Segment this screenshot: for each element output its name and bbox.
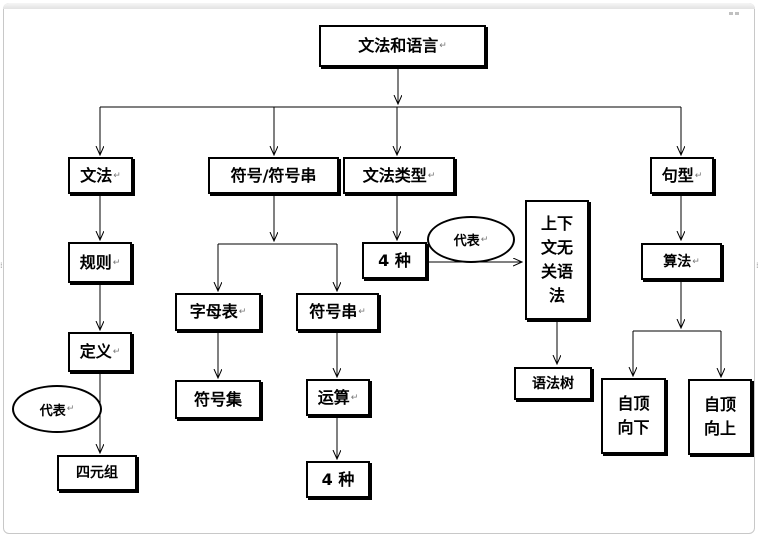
grammar-type-node: 文法类型↵ — [343, 157, 455, 194]
cfg-line-2: 文无 — [540, 238, 573, 257]
node-label: 符号串 — [309, 302, 358, 321]
paragraph-mark: ↵ — [692, 256, 700, 267]
cfg-line-4: 法 — [548, 286, 565, 305]
four-kinds-node: 4 种 — [306, 461, 370, 498]
definition-node: 定义↵ — [68, 332, 132, 372]
paragraph-mark: ↵ — [238, 307, 247, 317]
oval-label: 代表 — [39, 403, 66, 419]
node-label: 文法 — [80, 165, 113, 185]
context-free-grammar-node: 上下 文无 关语 法 — [525, 200, 589, 320]
algorithm-node: 算法↵ — [641, 243, 722, 280]
left-resize-handle[interactable]: ⁞ — [0, 261, 3, 270]
top-down-node: 自顶 向下 — [601, 378, 666, 454]
paragraph-mark: ↵ — [112, 347, 121, 357]
window-top-bar — [3, 3, 755, 9]
node-label: 算法 — [663, 253, 692, 270]
alphabet-node: 字母表↵ — [175, 293, 261, 331]
node-label: 文法和语言 — [358, 36, 439, 55]
window-corner-marks — [729, 0, 749, 15]
paragraph-mark: ↵ — [350, 392, 359, 403]
node-label: 句型 — [661, 165, 694, 185]
paragraph-mark: ↵ — [358, 307, 366, 317]
node-label: 符号集 — [193, 389, 242, 409]
bottom-up-node: 自顶 向上 — [688, 379, 752, 455]
paragraph-mark: ↵ — [112, 257, 121, 268]
top-down-line-2: 向下 — [617, 418, 650, 437]
node-label: 4 种 — [378, 250, 411, 270]
represent-oval: 代表↵ — [12, 385, 102, 433]
root-node: 文法和语言↵ — [319, 25, 486, 67]
right-resize-handle[interactable]: ⁞ — [756, 261, 759, 270]
parse-tree-node: 语法树 — [514, 367, 592, 400]
symbol-string-node: 符号/符号串 — [208, 157, 339, 194]
node-label: 4 种 — [321, 469, 355, 489]
bottom-up-line-2: 向上 — [703, 419, 736, 438]
paragraph-mark: ↵ — [480, 234, 489, 245]
node-label: 语法树 — [532, 375, 574, 392]
type-four-kinds-node: 4 种 — [362, 242, 427, 279]
node-label: 字母表 — [189, 302, 238, 321]
node-label: 四元组 — [76, 465, 118, 481]
string-node: 符号串↵ — [296, 293, 379, 331]
paragraph-mark: ↵ — [66, 404, 75, 414]
node-label: 文法类型 — [362, 165, 427, 185]
oval-label: 代表 — [453, 234, 480, 249]
grammar-node: 文法↵ — [68, 157, 133, 194]
node-label: 定义 — [79, 342, 112, 361]
quadruple-node: 四元组 — [57, 455, 137, 491]
cfg-line-1: 上下 — [540, 214, 573, 233]
paragraph-mark: ↵ — [694, 170, 703, 181]
paragraph-mark: ↵ — [113, 170, 121, 181]
rule-node: 规则↵ — [68, 242, 132, 283]
symbol-set-node: 符号集 — [175, 380, 261, 419]
node-label: 规则 — [79, 252, 112, 272]
paragraph-mark: ↵ — [439, 41, 447, 51]
type-represent-oval: 代表↵ — [427, 216, 515, 263]
node-label: 符号/符号串 — [230, 165, 317, 185]
bottom-up-line-1: 自顶 — [703, 395, 736, 414]
sentence-form-node: 句型↵ — [650, 157, 714, 194]
node-label: 运算 — [317, 387, 350, 407]
top-down-line-1: 自顶 — [617, 394, 650, 413]
cfg-line-3: 关语 — [540, 262, 573, 281]
paragraph-mark: ↵ — [427, 170, 436, 181]
operation-node: 运算↵ — [306, 379, 370, 416]
